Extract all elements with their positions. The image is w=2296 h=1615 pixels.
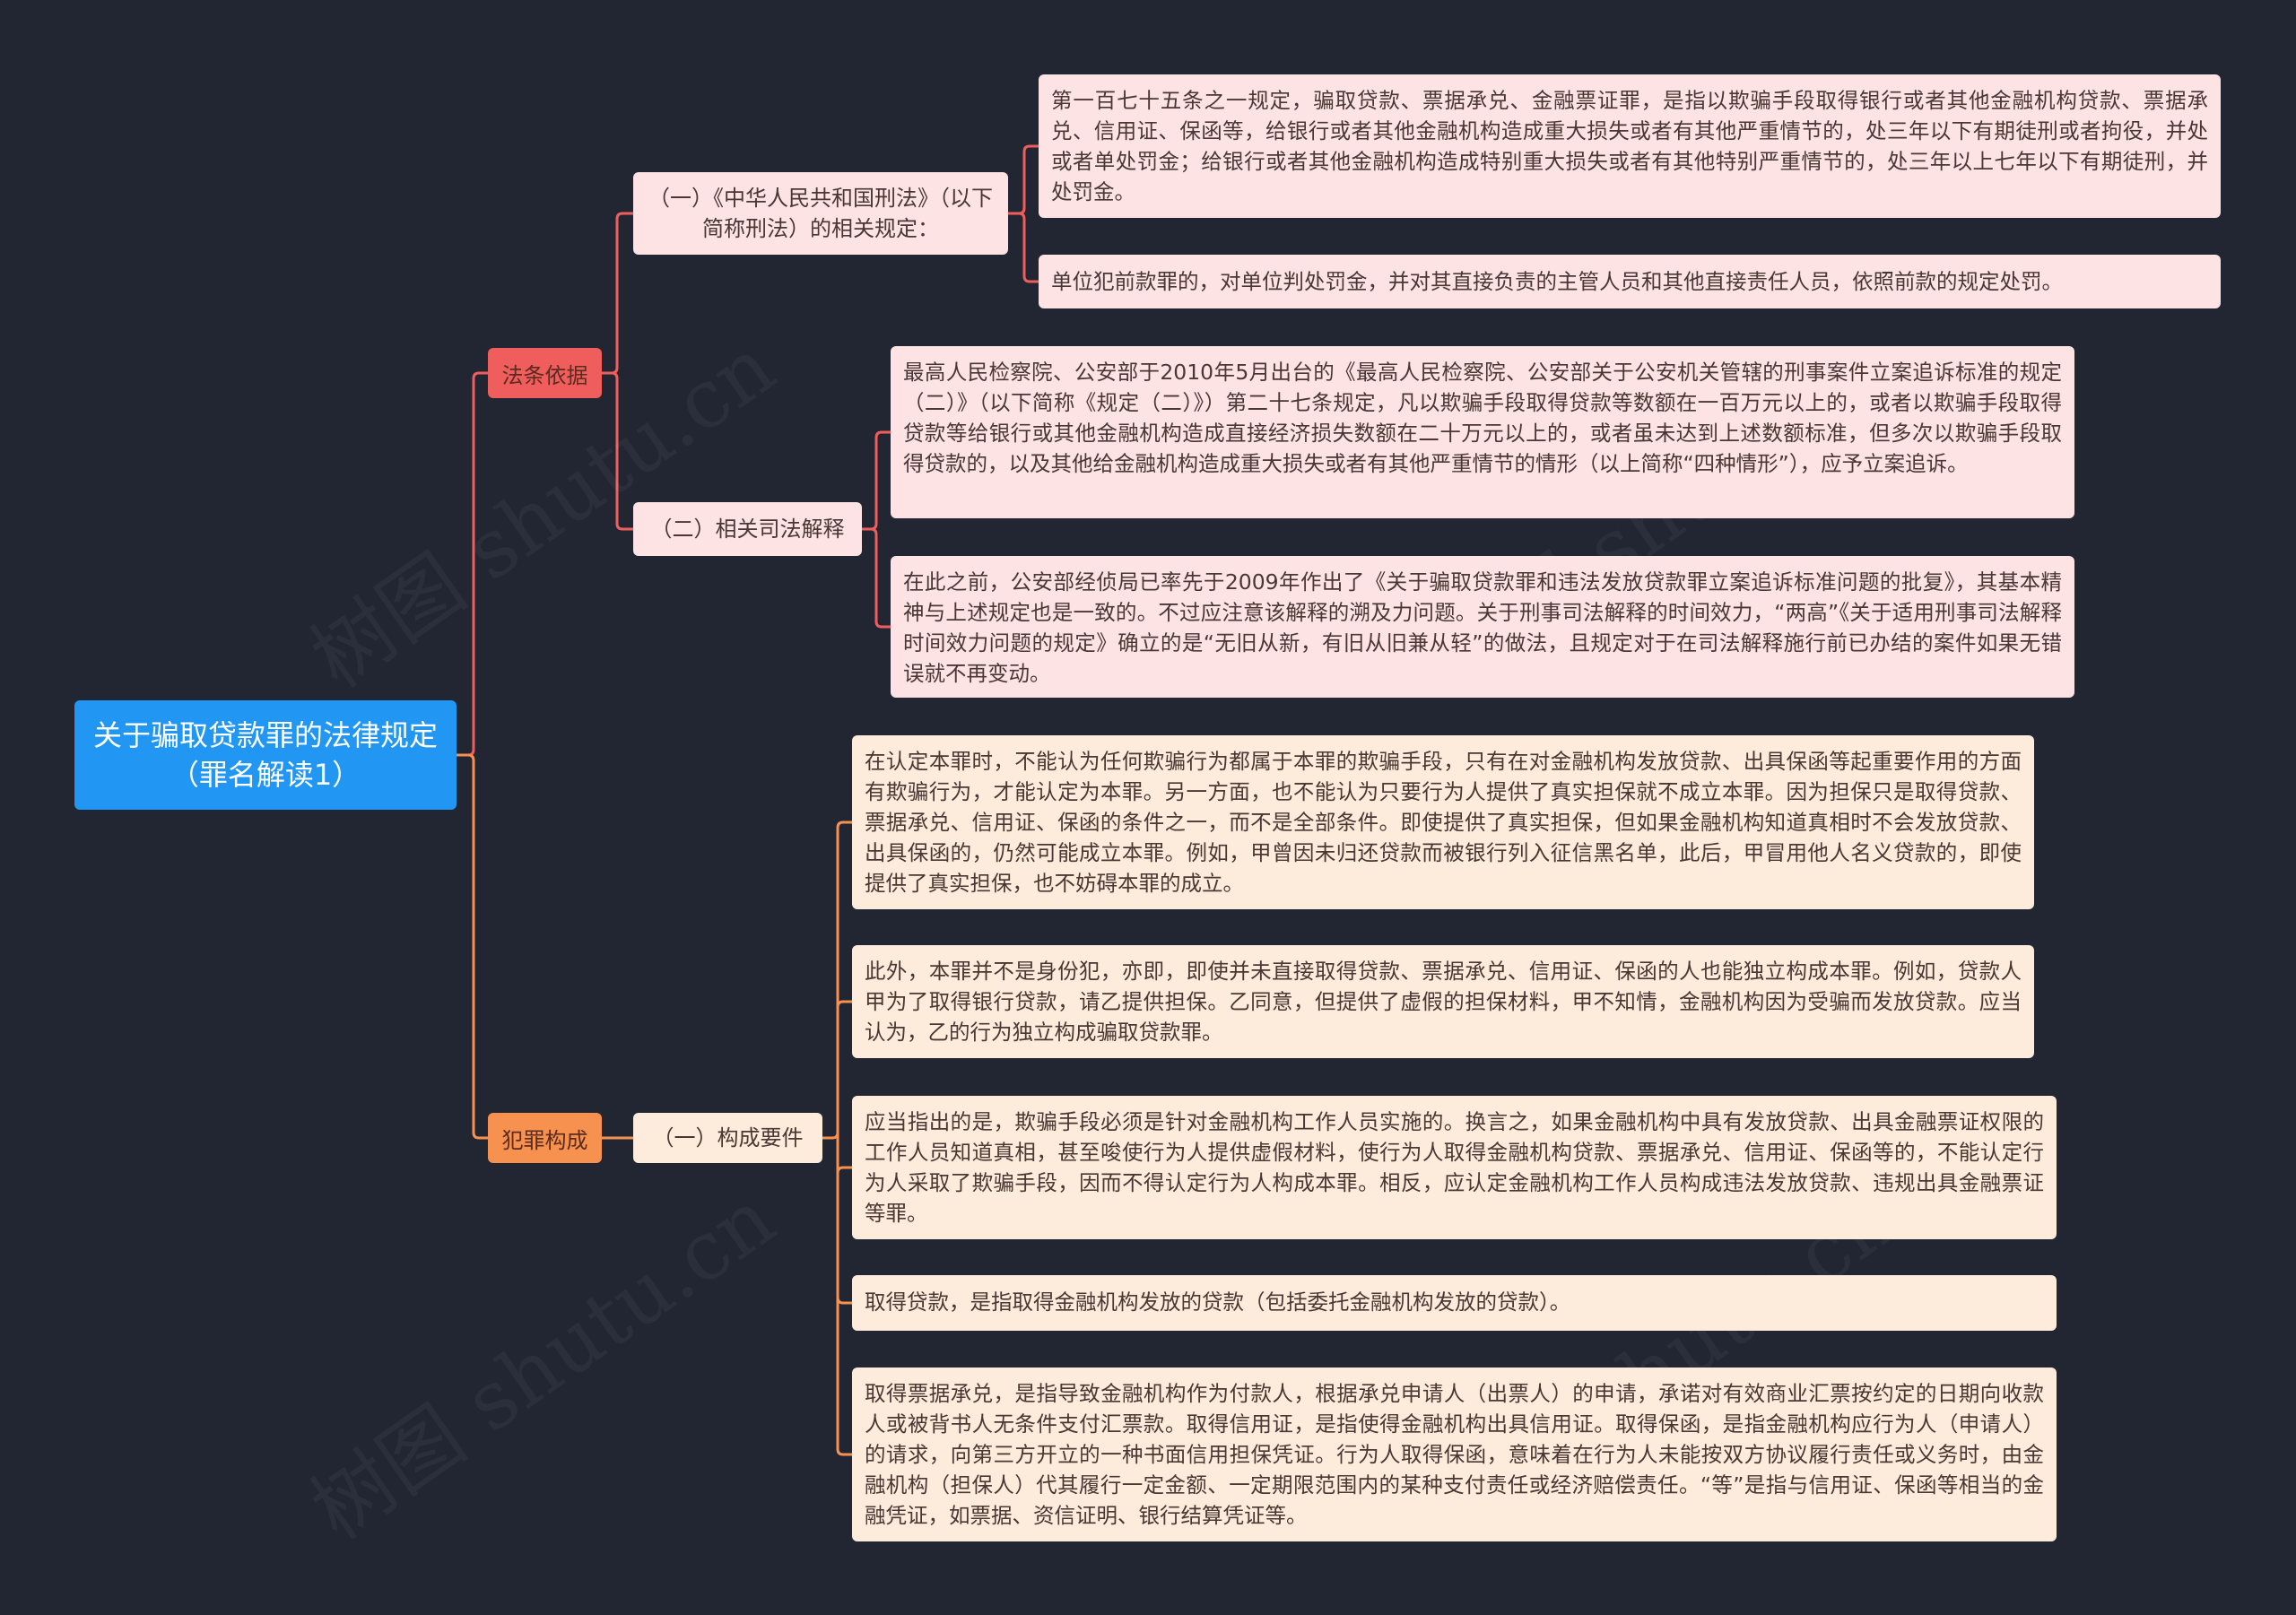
connector-law-sub1 [602,212,633,375]
connector-sub1-leaf1 [1008,144,1039,215]
connector-crime-leaf5 [836,1298,852,1456]
leaf-obtain-loan[interactable]: 取得贷款，是指取得金融机构发放的贷款（包括委托金融机构发放的贷款）。 [852,1275,2057,1331]
branch-law-basis[interactable]: 法条依据 [488,348,602,398]
connector-crime-leaf3 [836,1133,852,1174]
connector-crime-leaf2 [836,1000,852,1133]
leaf-against-staff[interactable]: 应当指出的是，欺骗手段必须是针对金融机构工作人员实施的。换言之，如果金融机构中具… [852,1096,2057,1239]
connector-sub2-leaf2 [862,527,891,629]
subtopic-criminal-law[interactable]: （一）《中华人民共和国刑法》（以下简称刑法）的相关规定： [633,172,1008,255]
branch-crime-constitution[interactable]: 犯罪构成 [488,1113,602,1163]
subtopic-judicial-interpretation[interactable]: （二）相关司法解释 [633,502,862,556]
connector-crime-leaf1 [822,821,852,1140]
root-topic[interactable]: 关于骗取贷款罪的法律规定（罪名解读1） [74,700,457,810]
leaf-prosecution-standard[interactable]: 最高人民检察院、公安部于2010年5月出台的《最高人民检察院、公安部关于公安机关… [891,346,2074,518]
connector-root-crime [457,753,488,1140]
connector-sub2-leaf1 [862,430,891,531]
leaf-not-identity-crime[interactable]: 此外，本罪并不是身份犯，亦即，即使并未直接取得贷款、票据承兑、信用证、保函的人也… [852,945,2034,1058]
subtopic-constituent-elements[interactable]: （一）构成要件 [633,1113,822,1163]
connector-root-law [457,371,488,757]
leaf-deception-means[interactable]: 在认定本罪时，不能认为任何欺骗行为都属于本罪的欺骗手段，只有在对金融机构发放贷款… [852,735,2034,909]
leaf-retroactivity[interactable]: 在此之前，公安部经侦局已率先于2009年作出了《关于骗取贷款罪和违法发放贷款罪立… [891,556,2074,698]
leaf-article-175[interactable]: 第一百七十五条之一规定，骗取贷款、票据承兑、金融票证罪，是指以欺骗手段取得银行或… [1039,74,2221,218]
connector-law-sub2 [602,371,633,531]
leaf-unit-crime[interactable]: 单位犯前款罪的，对单位判处罚金，并对其直接负责的主管人员和其他直接责任人员，依照… [1039,255,2221,308]
connector-sub1-leaf2 [1008,212,1039,283]
leaf-obtain-acceptance[interactable]: 取得票据承兑，是指导致金融机构作为付款人，根据承兑申请人（出票人）的申请，承诺对… [852,1368,2057,1541]
